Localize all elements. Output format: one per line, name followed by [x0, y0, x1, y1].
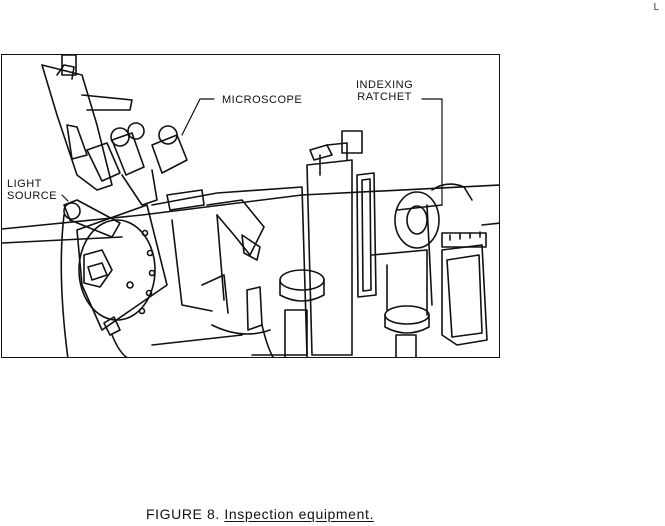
callout-indexing-ratchet: INDEXING RATCHET: [356, 79, 414, 103]
figure-illustration: MICROSCOPE INDEXING RATCHET LIGHT SOURCE: [1, 54, 500, 358]
inspection-equipment-drawing: [2, 55, 499, 357]
figure-caption-title: Inspection equipment.: [224, 506, 374, 522]
callout-light-source: LIGHT SOURCE: [7, 178, 58, 202]
figure-caption-label: FIGURE 8.: [146, 506, 220, 522]
callout-microscope: MICROSCOPE: [222, 94, 303, 106]
figure-caption: FIGURE 8. Inspection equipment.: [146, 506, 374, 522]
page-corner-mark: L: [653, 2, 659, 13]
